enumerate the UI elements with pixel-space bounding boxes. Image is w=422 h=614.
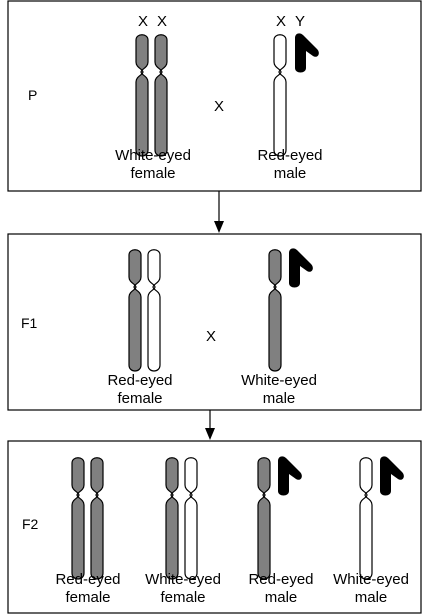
generation-label-p: P xyxy=(28,87,37,103)
x-chromosome-gray xyxy=(129,250,141,371)
x-chromosome-gray xyxy=(91,458,103,579)
arrow-p-to-f1 xyxy=(214,191,224,233)
x-chromosome-gray xyxy=(155,35,167,156)
x-chromosome-white xyxy=(185,458,197,579)
x-label-1: X xyxy=(138,13,148,30)
x-chromosome-white xyxy=(148,250,160,371)
label-white-eyed-female-l2: female xyxy=(130,165,175,182)
x-chromosome-gray xyxy=(269,250,281,371)
x-label-2: X xyxy=(157,13,167,30)
x-chromosome-gray xyxy=(136,35,148,156)
generation-label-f1: F1 xyxy=(21,315,38,331)
cross-symbol-p: X xyxy=(214,98,224,115)
label-red-eyed-male-l1: Red-eyed xyxy=(257,147,322,164)
generation-label-f2: F2 xyxy=(22,516,39,532)
label-red-eyed-male-l2: male xyxy=(274,165,307,182)
f2-label-4-l1: White-eyed xyxy=(333,571,409,588)
f2-label-3-l2: male xyxy=(265,589,298,606)
f2-label-2-l1: White-eyed xyxy=(145,571,221,588)
label-white-eyed-female-l1: White-eyed xyxy=(115,147,191,164)
label-white-eyed-male-l2: male xyxy=(263,390,296,407)
panel-f2: F2 Red-eyed female White-eyed female Red… xyxy=(8,441,421,613)
panel-f1-frame xyxy=(8,234,421,410)
label-red-eyed-female-l2: female xyxy=(117,390,162,407)
panel-p: P X X X Y X White-eyed female Red-eyed m… xyxy=(8,1,421,191)
y-label: Y xyxy=(295,13,305,30)
label-red-eyed-female-l1: Red-eyed xyxy=(107,372,172,389)
x-chromosome-gray xyxy=(258,458,270,579)
f2-label-4-l2: male xyxy=(355,589,388,606)
label-white-eyed-male-l1: White-eyed xyxy=(241,372,317,389)
cross-symbol-f1: X xyxy=(206,328,216,345)
x-chromosome-white xyxy=(360,458,372,579)
panel-f1: F1 X Red-eyed female White-eyed male xyxy=(8,234,421,410)
f2-label-3-l1: Red-eyed xyxy=(248,571,313,588)
f2-label-1-l1: Red-eyed xyxy=(55,571,120,588)
x-chromosome-gray xyxy=(72,458,84,579)
x-label-3: X xyxy=(276,13,286,30)
x-chromosome-white xyxy=(274,35,286,156)
f2-label-1-l2: female xyxy=(65,589,110,606)
x-chromosome-gray xyxy=(166,458,178,579)
f2-label-2-l2: female xyxy=(160,589,205,606)
arrow-f1-to-f2 xyxy=(205,410,215,440)
panel-p-frame xyxy=(8,1,421,191)
